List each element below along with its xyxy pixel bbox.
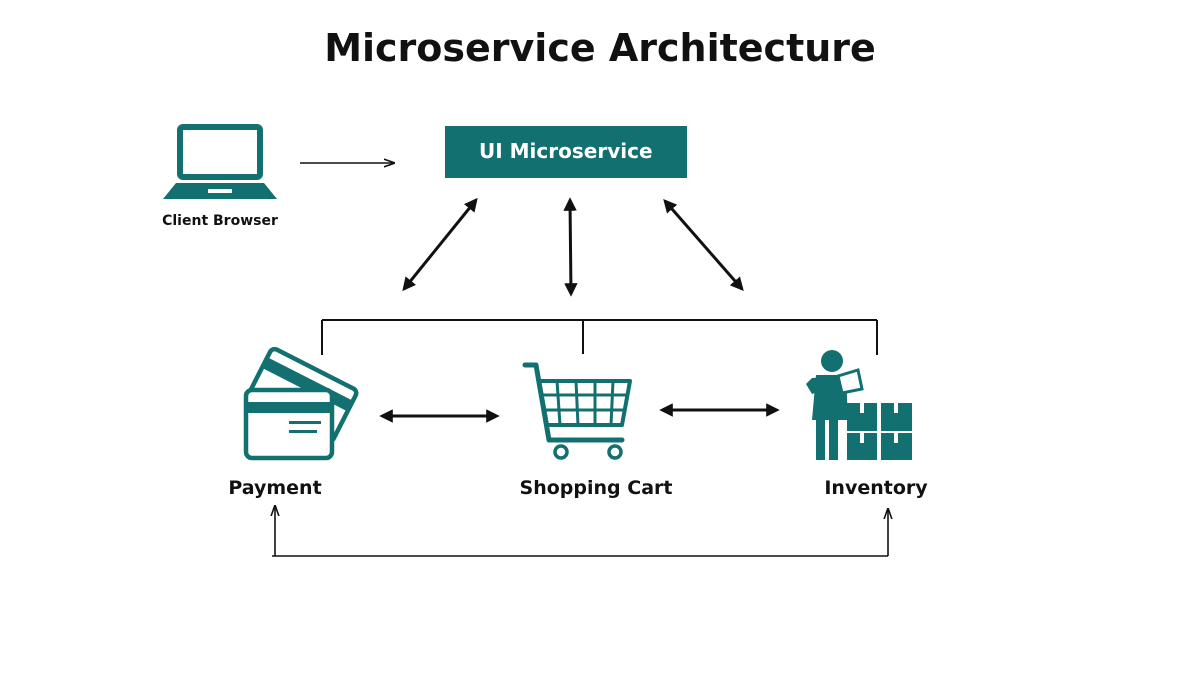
inventory-label: Inventory [824, 477, 928, 499]
shopping-cart-icon [522, 362, 632, 460]
warehouse-worker-icon [806, 350, 912, 460]
ui-to-cart-arrow [563, 197, 578, 297]
ui-microservice-label: UI Microservice [479, 139, 653, 163]
ui-microservice-box: UI Microservice [445, 126, 687, 178]
payment-label: Payment [228, 477, 322, 499]
credit-cards-icon [243, 346, 359, 461]
shopping-cart-label: Shopping Cart [519, 477, 673, 499]
payment-inventory-link [272, 506, 888, 557]
laptop-icon [163, 124, 277, 199]
client-browser-label: Client Browser [162, 213, 278, 229]
ui-to-inventory-arrow [663, 198, 744, 292]
ui-to-payment-arrow [402, 197, 478, 292]
diagram-title: Microservice Architecture [324, 26, 876, 70]
service-bus [321, 319, 878, 355]
